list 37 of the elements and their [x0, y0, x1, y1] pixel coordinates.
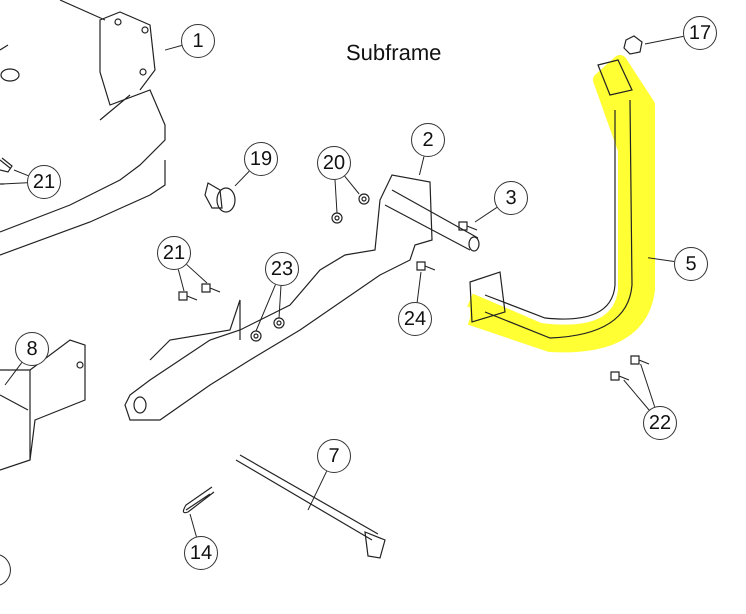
diagram-title: Subframe	[346, 40, 442, 66]
callout-number: 19	[244, 142, 278, 176]
callout-number: 1	[181, 24, 215, 58]
leader-line	[474, 206, 498, 222]
callout-number: 17	[683, 16, 717, 50]
callout-number: 22	[643, 406, 677, 440]
callout-number: 5	[674, 247, 708, 281]
leader-line	[640, 364, 656, 408]
leader-line	[2, 182, 28, 184]
leader-line	[416, 272, 422, 303]
callout-number: 14	[184, 536, 218, 570]
leader-line	[256, 284, 276, 332]
leader-line	[334, 179, 338, 214]
leader-line	[178, 268, 184, 292]
nut-icon	[623, 35, 643, 55]
clip-icon	[182, 486, 215, 514]
leader-line	[190, 514, 197, 538]
callout-number: 2	[411, 123, 445, 157]
leader-line	[648, 257, 675, 262]
leader-line	[4, 362, 22, 386]
leader-line	[234, 170, 250, 186]
leader-line	[164, 45, 182, 51]
leader-line	[644, 36, 684, 44]
callout-number: 20	[317, 146, 351, 180]
bolt-icon	[630, 355, 650, 365]
leader-line	[344, 176, 360, 194]
leader-line	[308, 470, 328, 510]
leader-line	[278, 285, 282, 318]
leader-line	[623, 380, 650, 410]
bolt-icon	[610, 371, 630, 381]
mount-drawing	[0, 339, 86, 471]
leader-line	[14, 170, 29, 176]
leader-line	[418, 156, 424, 176]
callout-number: 7	[317, 439, 351, 473]
leader-line	[186, 264, 208, 284]
arm-drawing	[124, 174, 480, 421]
callout-number: 8	[15, 332, 49, 366]
